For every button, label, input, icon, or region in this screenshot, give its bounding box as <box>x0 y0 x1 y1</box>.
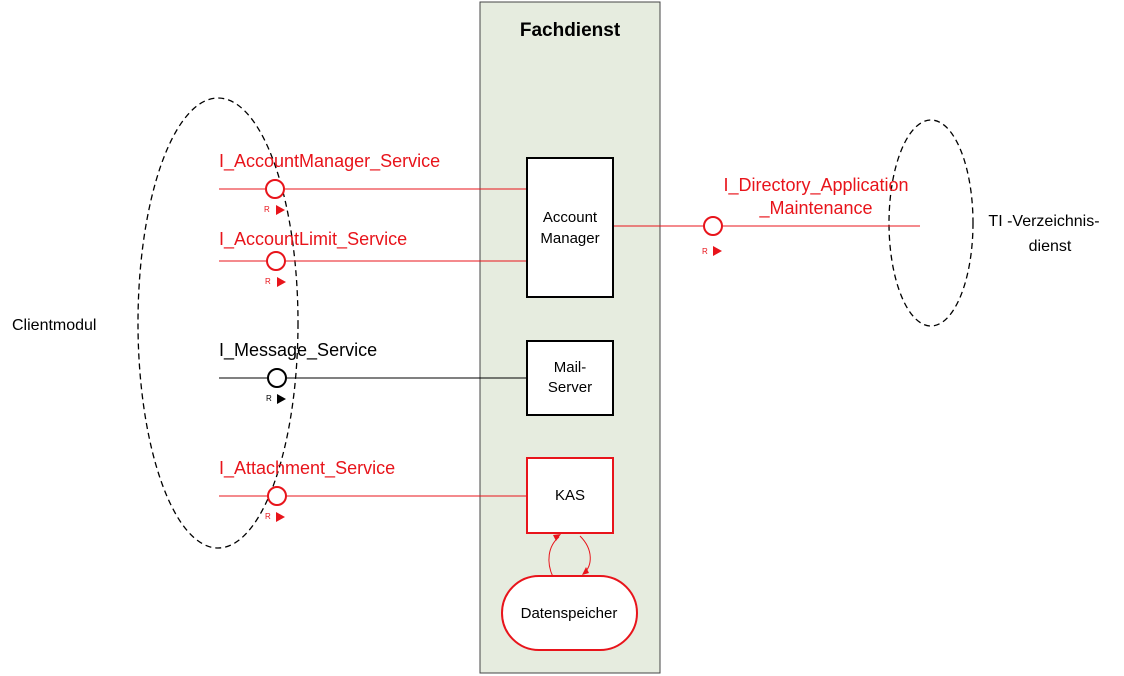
verzeichnisdienst-label-line2: dienst <box>1029 238 1072 255</box>
account-manager-service-role: R <box>264 205 270 214</box>
fachdienst-panel <box>479 1 661 674</box>
datenspeicher-label: Datenspeicher <box>521 605 618 622</box>
clientmodul-boundary <box>137 97 299 549</box>
kas-label: KAS <box>555 487 585 504</box>
directory-maintenance-role: R <box>702 247 708 256</box>
kas-to-datenspeicher-arrowhead-icon <box>582 567 589 575</box>
mail-server-box <box>526 340 614 416</box>
account-limit-service-interface-icon <box>266 251 286 271</box>
account-manager-service-label: I_AccountManager_Service <box>219 151 440 172</box>
account-manager-service-arrow-icon <box>276 205 285 215</box>
clientmodul-label: Clientmodul <box>12 317 96 334</box>
message-service-interface-icon <box>267 368 287 388</box>
directory-maintenance-label-line2: _Maintenance <box>758 198 872 219</box>
fachdienst-title: Fachdienst <box>520 20 621 41</box>
account-manager-service-interface-icon <box>265 179 285 199</box>
account-manager-label-line2: Manager <box>540 230 599 247</box>
message-service-role: R <box>266 394 272 403</box>
attachment-service-arrow-icon <box>276 512 285 522</box>
message-service-label: I_Message_Service <box>219 340 377 361</box>
account-limit-service-role: R <box>265 277 271 286</box>
account-manager-box <box>526 157 614 298</box>
account-limit-service-label: I_AccountLimit_Service <box>219 229 407 250</box>
directory-maintenance-label-line1: I_Directory_Application <box>723 175 908 196</box>
attachment-service-role: R <box>265 512 271 521</box>
datenspeicher-store <box>501 575 638 651</box>
message-service-arrow-icon <box>277 394 286 404</box>
directory-maintenance-arrow-icon <box>713 246 722 256</box>
mail-server-label-line1: Mail- <box>554 359 587 376</box>
account-limit-service-arrow-icon <box>277 277 286 287</box>
mail-server-label-line2: Server <box>548 379 592 396</box>
verzeichnisdienst-label-line1: TI -Verzeichnis- <box>988 213 1099 230</box>
verzeichnisdienst-boundary <box>888 119 974 327</box>
attachment-service-label: I_Attachment_Service <box>219 458 395 479</box>
account-manager-label-line1: Account <box>543 209 598 226</box>
datenspeicher-to-kas-arrowhead-icon <box>553 534 561 541</box>
attachment-service-interface-icon <box>267 486 287 506</box>
directory-maintenance-interface-icon <box>703 216 723 236</box>
kas-box <box>526 457 614 534</box>
